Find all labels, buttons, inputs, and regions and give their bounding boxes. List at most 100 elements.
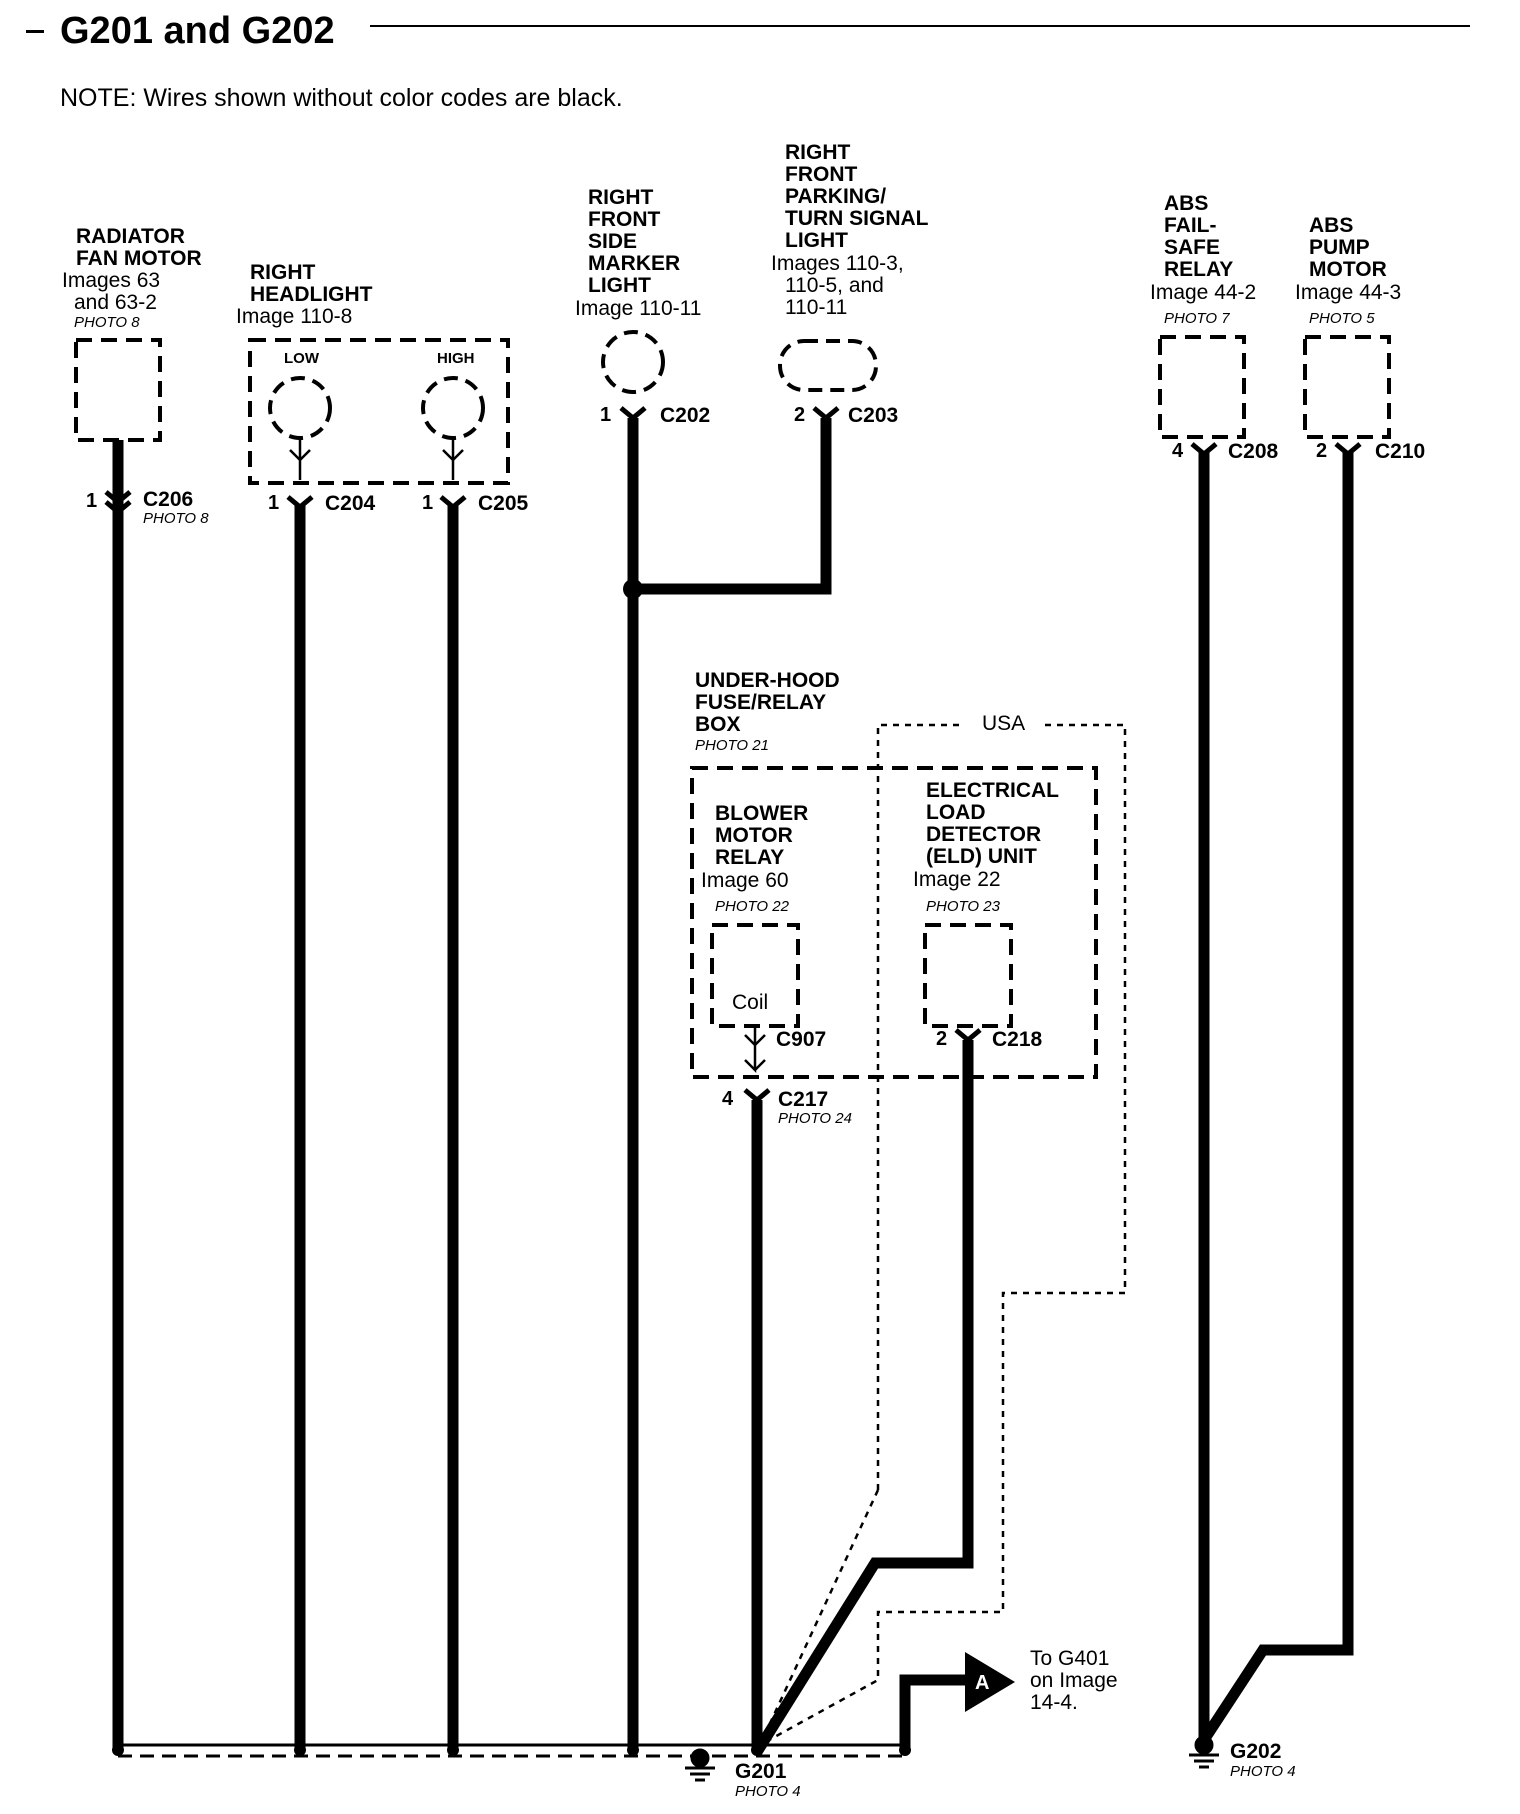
bus-dot: [751, 1744, 763, 1756]
headlight-high-lead: [442, 438, 464, 480]
c204-pin: 1: [268, 492, 280, 514]
title-rule: [370, 25, 1470, 27]
blower-photo: PHOTO 22: [715, 898, 789, 915]
parking-ref2: 110-5, and: [785, 274, 884, 297]
offpage-marker: A: [975, 1672, 990, 1694]
usa-label: USA: [982, 712, 1026, 735]
abs-pump-name3: MOTOR: [1309, 258, 1387, 281]
offpage-triangle-icon: [965, 1652, 1015, 1712]
headlight-low-lead: [289, 438, 311, 480]
eld-name1: ELECTRICAL: [926, 779, 1059, 802]
c203-label: C203: [848, 404, 899, 427]
eld-name3: DETECTOR: [926, 823, 1042, 846]
headlight-name2: HEADLIGHT: [250, 283, 373, 306]
right-headlight-box: [248, 338, 510, 485]
note-text: NOTE: Wires shown without color codes ar…: [60, 84, 623, 112]
usa-boundary: [876, 723, 965, 1490]
wire-c218: [752, 1040, 974, 1755]
connector-c206-icon: [104, 500, 132, 516]
bus-dot: [627, 1744, 639, 1756]
abs-pump-name1: ABS: [1309, 214, 1354, 237]
bus-dot: [447, 1744, 459, 1756]
bus-dot: [294, 1744, 306, 1756]
coil-lead: [744, 1026, 766, 1074]
g202-ground-icon: [1194, 1735, 1214, 1755]
connector-c210-icon: [1334, 442, 1362, 458]
c206-pin: 1: [86, 490, 98, 512]
connector-c202-icon: [619, 406, 647, 422]
page-title: G201 and G202: [60, 10, 335, 52]
side-marker-name5: LIGHT: [588, 274, 651, 297]
connector-c208-icon: [1190, 442, 1218, 458]
connector-c206-icon: [104, 490, 132, 506]
low-beam-bulb: [268, 376, 332, 440]
c206-label: C206: [143, 488, 194, 511]
g201-label: G201: [735, 1760, 787, 1783]
abs-relay-ref: Image 44-2: [1150, 281, 1257, 304]
title-dash: [26, 30, 44, 33]
g201-ground-icon: [690, 1748, 710, 1768]
connector-c217-icon: [743, 1088, 771, 1104]
blower-ref: Image 60: [701, 869, 789, 892]
abs-pump-ref: Image 44-3: [1295, 281, 1402, 304]
c217-photo: PHOTO 24: [778, 1110, 852, 1127]
side-marker-bulb: [601, 330, 665, 394]
c218-pin: 2: [936, 1028, 948, 1050]
parking-ref1: Images 110-3,: [771, 252, 904, 275]
c202-label: C202: [660, 404, 711, 427]
c204-label: C204: [325, 492, 376, 515]
connector-c203-icon: [812, 406, 840, 422]
parking-name1: RIGHT: [785, 141, 851, 164]
radiator-fan-name1: RADIATOR: [76, 225, 185, 248]
junction-dot: [623, 579, 643, 599]
side-marker-ref: Image 110-11: [575, 297, 702, 320]
abs-pump-name2: PUMP: [1309, 236, 1370, 259]
offpage-line3: 14-4.: [1030, 1691, 1078, 1714]
under-hood-fuse-box: [690, 766, 1098, 1079]
abs-relay-name3: SAFE: [1164, 236, 1221, 259]
offpage-line2: on Image: [1030, 1669, 1118, 1692]
connector-c204-icon: [286, 495, 314, 511]
radiator-fan-name2: FAN MOTOR: [76, 247, 202, 270]
g202-photo: PHOTO 4: [1230, 1763, 1296, 1780]
connector-c205-icon: [439, 495, 467, 511]
connector-c218-icon: [954, 1028, 982, 1044]
abs-relay-name1: ABS: [1164, 192, 1209, 215]
bus-dot: [899, 1744, 911, 1756]
abs-pump-photo: PHOTO 5: [1309, 310, 1375, 327]
side-marker-name4: MARKER: [588, 252, 681, 275]
blower-name1: BLOWER: [715, 802, 809, 825]
wire-c203: [633, 418, 832, 595]
c218-label: C218: [992, 1028, 1043, 1051]
usa-boundary-diag: [758, 1489, 880, 1746]
eld-ref: Image 22: [913, 868, 1001, 891]
c203-pin: 2: [794, 404, 806, 426]
g202-label: G202: [1230, 1740, 1282, 1763]
headlight-high: HIGH: [437, 350, 475, 367]
parking-name3: PARKING/: [785, 185, 887, 208]
blower-name3: RELAY: [715, 846, 785, 869]
eld-box: [923, 923, 1013, 1028]
fuse-box-photo: PHOTO 21: [695, 737, 769, 754]
c210-pin: 2: [1316, 440, 1328, 462]
offpage-line1: To G401: [1030, 1647, 1110, 1670]
high-beam-bulb: [421, 376, 485, 440]
c205-label: C205: [478, 492, 529, 515]
parking-light-bulb: [778, 339, 878, 392]
offpage-wire: [899, 1674, 980, 1752]
parking-name5: LIGHT: [785, 229, 848, 252]
eld-name2: LOAD: [926, 801, 986, 824]
fuse-box-name3: BOX: [695, 713, 741, 736]
side-marker-name3: SIDE: [588, 230, 638, 253]
abs-relay-box: [1158, 335, 1246, 439]
radiator-fan-motor-box: [74, 338, 162, 442]
eld-name4: (ELD) UNIT: [926, 845, 1037, 868]
radiator-fan-ref2: and 63-2: [74, 291, 157, 314]
c217-label: C217: [778, 1088, 829, 1111]
headlight-name1: RIGHT: [250, 261, 316, 284]
c208-pin: 4: [1172, 440, 1184, 462]
abs-relay-photo: PHOTO 7: [1164, 310, 1230, 327]
side-marker-name2: FRONT: [588, 208, 661, 231]
headlight-ref: Image 110-8: [236, 305, 353, 328]
